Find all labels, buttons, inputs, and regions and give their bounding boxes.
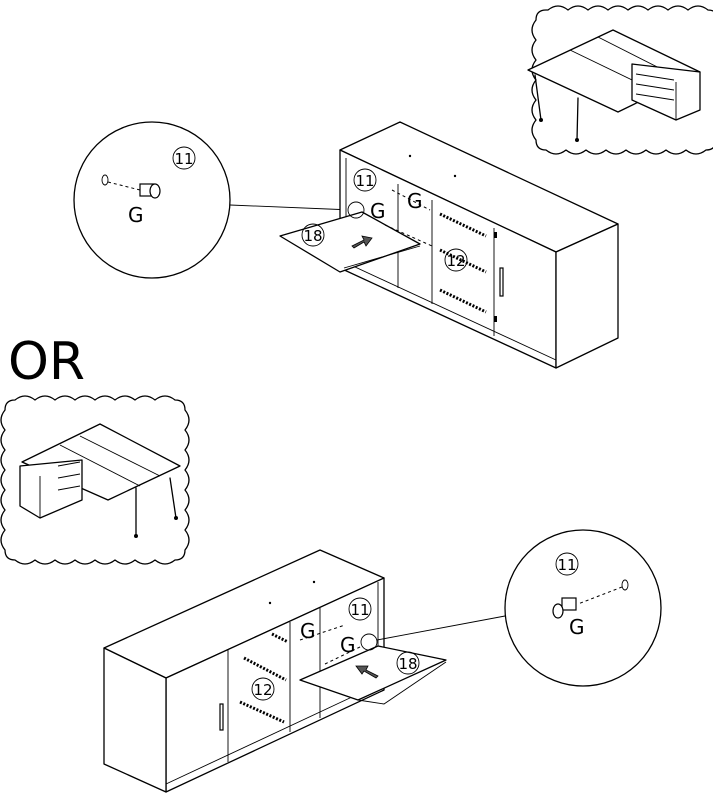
label-11-top: 11 [355,172,374,190]
desk-thumbnail-right-return [527,5,713,155]
label-g-top-2: G [407,189,423,213]
label-12-bottom: 12 [253,681,272,699]
cabinet-bottom-view: 18 11 G G 12 [103,549,506,793]
detail-magnifier-top: 11 G [73,121,353,279]
label-g-top-1: G [370,199,386,223]
detail-magnifier-bottom: 11 G [504,529,662,687]
label-18-top: 18 [303,227,322,245]
label-12-top: 12 [446,252,465,270]
label-11-bottom: 11 [350,601,369,619]
label-g-bottom-detail: G [569,615,585,639]
cabinet-top-view: 18 11 G G 12 [279,121,619,369]
label-11-bottom-detail: 11 [557,556,576,574]
desk-thumbnail-left-return [0,395,190,565]
or-text: OR [8,332,85,392]
label-g-bottom-2: G [340,633,356,657]
label-11-top-detail: 11 [174,150,193,168]
label-18-bottom: 18 [398,655,417,673]
label-g-top-detail: G [128,203,144,227]
label-g-bottom-1: G [300,619,316,643]
